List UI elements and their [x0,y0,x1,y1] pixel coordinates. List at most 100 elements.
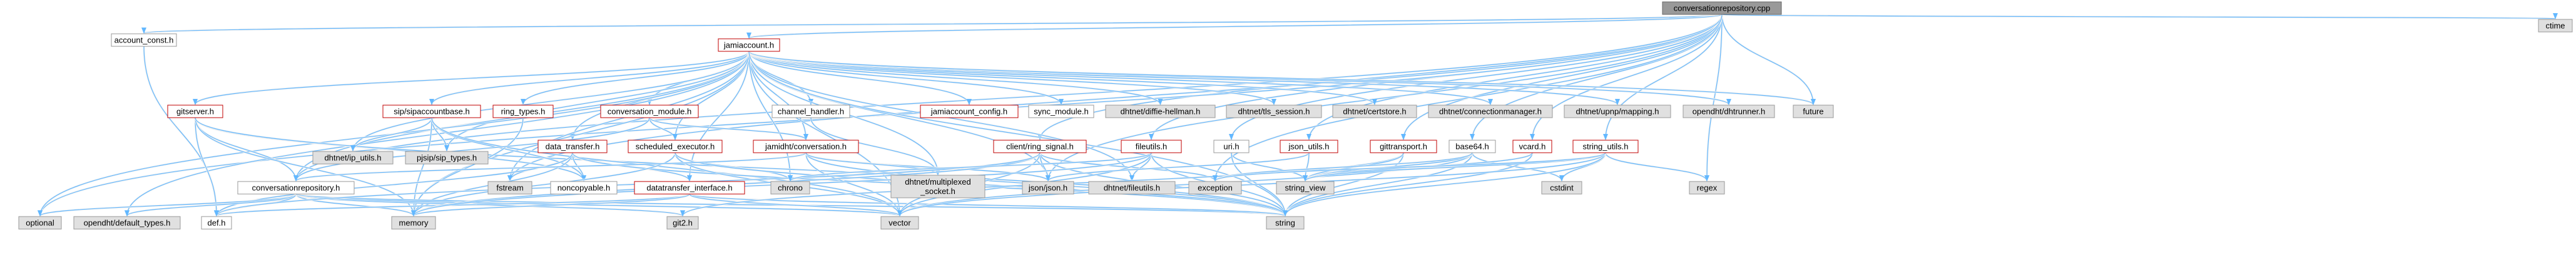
node-label: cstdint [1550,183,1574,193]
node-box [1689,181,1725,195]
edge-jamidht_conversation-to-conversationrepository_h [293,152,807,182]
edge-gitserver-to-memory [195,117,416,217]
node-label: json_utils.h [1288,142,1329,151]
node-box [167,105,223,118]
node-label: jamiaccount_config.h [930,107,1007,116]
edge-jamiaccount-to-gitserver [193,51,750,105]
edge-datatransfer_interface-to-string [689,193,1288,217]
edge-base64-to-cstdint [1472,152,1564,182]
node-box [880,216,919,230]
node-cstdint: cstdint [1541,181,1582,195]
node-jamidht-conversation[interactable]: jamidht/conversation.h [753,140,859,153]
node-box [405,151,489,165]
node-dhtnet-ip-utils: dhtnet/ip_utils.h [312,151,394,165]
node-uri[interactable]: uri.h [1213,140,1250,153]
node-label: fileutils.h [1136,142,1168,151]
node-label: datatransfer_interface.h [646,183,732,193]
edge-conversation_module-to-scheduled_executor [649,117,678,140]
node-box [391,216,436,230]
edge-conversation_module-to-conversationrepository_h [293,117,650,182]
node-jamiaccount-config[interactable]: jamiaccount_config.h [920,105,1019,118]
node-fstream: fstream [487,181,532,195]
node-memory: memory [391,216,436,230]
node-label: exception [1198,183,1233,193]
node-box [1332,105,1417,118]
node-label: opendht/default_types.h [84,218,171,228]
node-box [1213,140,1250,153]
node-certstore: dhtnet/certstore.h [1332,105,1417,118]
node-account-const[interactable]: account_const.h [111,33,177,47]
node-box [666,216,699,230]
node-string-utils[interactable]: string_utils.h [1572,140,1639,153]
node-box [312,151,394,165]
node-label: git2.h [673,218,693,228]
edge-uri-to-string_view [1231,152,1308,182]
node-label: conversation_module.h [608,107,691,116]
node-label: string_view [1285,183,1326,193]
node-box [1793,105,1834,118]
edge-client_ring_signal-to-def [214,152,1041,217]
edge-json_utils-to-jsoncpp [1046,152,1310,182]
node-base64[interactable]: base64.h [1448,140,1496,153]
node-label: opendht/dhtrunner.h [1693,107,1765,116]
node-label: data_transfer.h [546,142,600,151]
edge-string_utils-to-string [1283,152,1606,217]
edge-jamiaccount-to-sipaccountbase [429,51,750,105]
node-json-utils[interactable]: json_utils.h [1280,140,1338,153]
node-gittransport[interactable]: gittransport.h [1370,140,1437,153]
node-default-types: opendht/default_types.h [73,216,181,230]
node-box [237,181,355,195]
node-box [1028,105,1094,118]
node-ring-types[interactable]: ring_types.h [492,105,554,118]
edge-jamiaccount-to-future [748,51,1816,105]
node-label: base64.h [1455,142,1489,151]
node-label: dhtnet/certstore.h [1343,107,1406,116]
node-datatransfer-interface[interactable]: datatransfer_interface.h [634,181,745,195]
node-gitserver[interactable]: gitserver.h [167,105,223,118]
edge-conversationrepository_h-to-default_types [125,193,297,217]
node-dhtnet-fileutils: dhtnet/fileutils.h [1088,181,1176,195]
edge-ring_types-to-memory [411,117,524,217]
node-fileutils[interactable]: fileutils.h [1121,140,1182,153]
node-channel-handler[interactable]: channel_handler.h [771,105,850,118]
edge-root-to-base64 [1470,14,1723,140]
node-jamiaccount[interactable]: jamiaccount.h [718,38,780,52]
edge-jamiaccount-to-dhtnet_ip_utils [350,51,750,151]
node-label: conversationrepository.h [252,183,340,193]
edges [38,13,2557,217]
edge-root-to-gittransport [1401,14,1723,140]
edge-root-to-json_utils [1306,14,1723,140]
node-label: dhtnet/tls_session.h [1238,107,1310,116]
node-conversationrepository-h[interactable]: conversationrepository.h [237,181,355,195]
node-box [1448,140,1496,153]
node-scheduled-executor[interactable]: scheduled_executor.h [628,140,723,153]
node-diffie-hellman: dhtnet/diffie-hellman.h [1105,105,1216,118]
node-label: gitserver.h [176,107,214,116]
node-data-transfer[interactable]: data_transfer.h [537,140,608,153]
node-def[interactable]: def.h [201,216,232,230]
node-sipaccountbase[interactable]: sip/sipaccountbase.h [382,105,481,118]
node-sync-module[interactable]: sync_module.h [1028,105,1094,118]
node-root[interactable]: conversationrepository.cpp [1662,1,1782,15]
node-label: future [1803,107,1823,116]
node-client-ring-signal[interactable]: client/ring_signal.h [993,140,1087,153]
node-label: uri.h [1223,142,1239,151]
node-noncopyable[interactable]: noncopyable.h [550,181,618,195]
node-future: future [1793,105,1834,118]
node-box [1370,140,1437,153]
node-chrono: chrono [770,181,810,195]
edge-jamiaccount-to-chrono [748,51,793,182]
edge-root-to-jamiaccount [746,14,1723,39]
node-label: dhtnet/diffie-hellman.h [1121,107,1201,116]
node-conversation-module[interactable]: conversation_module.h [600,105,699,118]
node-label: gittransport.h [1380,142,1427,151]
node-vcard[interactable]: vcard.h [1512,140,1552,153]
node-label: channel_handler.h [778,107,844,116]
node-label: scheduled_executor.h [636,142,715,151]
node-box [550,181,618,195]
edge-string_utils-to-exception [1213,152,1606,182]
node-box [920,105,1019,118]
node-label: chrono [778,183,803,193]
node-tls-session: dhtnet/tls_session.h [1226,105,1322,118]
